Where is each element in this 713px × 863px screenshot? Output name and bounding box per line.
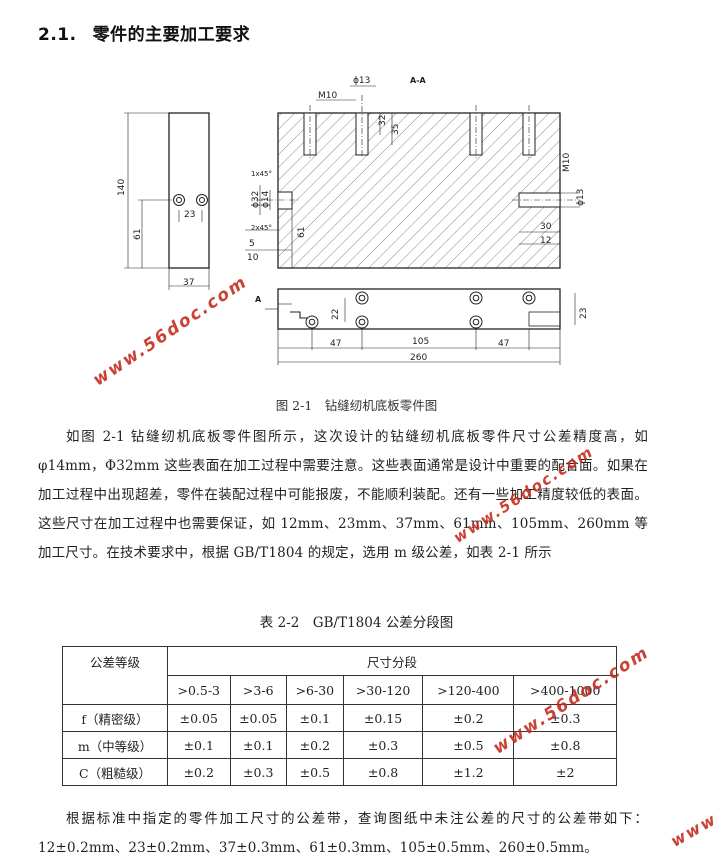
table-range-header: >120-400 [422, 675, 515, 705]
dim-30: 30 [540, 222, 552, 232]
figure-caption: 图 2-1 钻缝纫机底板零件图 [275, 398, 438, 413]
section-label: A-A [410, 76, 427, 85]
table-cell: ±0.1 [167, 731, 231, 759]
dim-m10-right: M10 [562, 153, 572, 172]
table-grade-cell: f（精密级） [62, 704, 168, 732]
section-view [245, 85, 580, 269]
dim-105: 105 [412, 337, 429, 347]
table-cell: ±0.3 [229, 758, 287, 786]
side-view [124, 112, 210, 290]
table-cell: ±2 [513, 758, 617, 786]
table-row: m（中等级）±0.1±0.1±0.2±0.3±0.5±0.8 [62, 731, 617, 759]
dim-phi14: ϕ14 [261, 190, 271, 208]
table-cell: ±0.8 [513, 731, 617, 759]
dim-12: 12 [540, 236, 551, 246]
dim-61-left: 61 [133, 229, 143, 240]
table-group-header: 尺寸分段 [167, 646, 617, 676]
table-row: C（粗糙级）±0.2±0.3±0.5±0.8±1.2±2 [62, 758, 617, 786]
watermark: www [667, 809, 713, 851]
table-cell: ±0.2 [285, 731, 344, 759]
section-number: 2.1. [38, 25, 77, 45]
dim-37: 37 [183, 278, 194, 288]
table-cell: ±0.05 [167, 704, 231, 732]
table-range-header: >3-6 [229, 675, 287, 705]
table-cell: ±0.2 [422, 704, 515, 732]
table-cell: ±0.15 [342, 704, 424, 732]
dim-23-right: 23 [579, 308, 589, 319]
table-cell: ±0.3 [342, 731, 424, 759]
dim-35: 35 [391, 124, 401, 135]
table-row: f（精密级）±0.05±0.05±0.1±0.15±0.2±0.3 [62, 704, 617, 732]
dim-phi32: ϕ32 [251, 191, 261, 208]
table-cell: ±1.2 [422, 758, 515, 786]
dim-m10-top: M10 [318, 91, 337, 101]
dim-5: 5 [249, 239, 255, 249]
table-cell: ±0.05 [229, 704, 287, 732]
dim-22: 22 [331, 309, 341, 320]
table-caption: 表 2-2 GB/T1804 公差分段图 [259, 615, 454, 631]
dim-260: 260 [410, 353, 427, 363]
table-cell: ±0.1 [229, 731, 287, 759]
dim-chamfer-2: 2x45° [251, 224, 272, 232]
dim-10: 10 [247, 253, 259, 263]
plan-view [265, 288, 576, 365]
body-paragraph-2: 根据标准中指定的零件加工尺寸的公差带，查询图纸中未注公差的尺寸的公差带如下：12… [38, 811, 648, 856]
table-grade-cell: C（粗糙级） [62, 758, 168, 786]
dim-phi13-top: ϕ13 [353, 76, 370, 86]
table-range-header: >400-1000 [513, 675, 617, 705]
table-corner-cell: 公差等级 [62, 646, 168, 705]
tolerance-table: 公差等级 尺寸分段 >0.5-3>3-6>6-30>30-120>120-400… [62, 646, 617, 786]
dim-23-left: 23 [184, 210, 195, 220]
section-heading: 2.1. 零件的主要加工要求 [38, 20, 250, 45]
table-range-header-row: >0.5-3>3-6>6-30>30-120>120-400>400-1000 [63, 675, 617, 705]
table-cell: ±0.8 [342, 758, 424, 786]
section-title: 零件的主要加工要求 [92, 25, 251, 45]
dim-140: 140 [117, 179, 127, 196]
dim-61-mid: 61 [297, 227, 307, 238]
part-drawing: ϕ13 M10 A-A 35 32 M10 ϕ13 30 12 1x45° ϕ3… [117, 76, 589, 365]
body-paragraph-1: 如图 2-1 钻缝纫机底板零件图所示，这次设计的钻缝纫机底板零件尺寸公差精度高，… [38, 429, 648, 561]
table-range-header: >6-30 [285, 675, 344, 705]
table-cell: ±0.5 [285, 758, 344, 786]
view-label: A [255, 295, 262, 304]
dim-32: 32 [378, 115, 388, 126]
table-range-header: >0.5-3 [167, 675, 231, 705]
dimension-labels: ϕ13 M10 A-A 35 32 M10 ϕ13 30 12 1x45° ϕ3… [117, 76, 589, 363]
dim-47-left: 47 [330, 339, 341, 349]
dim-47-right: 47 [498, 339, 509, 349]
table-cell: ±0.1 [285, 704, 344, 732]
table-grade-cell: m（中等级） [62, 731, 168, 759]
dim-chamfer-1: 1x45° [251, 170, 272, 178]
dim-phi13-right: ϕ13 [576, 189, 586, 206]
table-range-header: >30-120 [342, 675, 424, 705]
table-cell: ±0.2 [167, 758, 231, 786]
